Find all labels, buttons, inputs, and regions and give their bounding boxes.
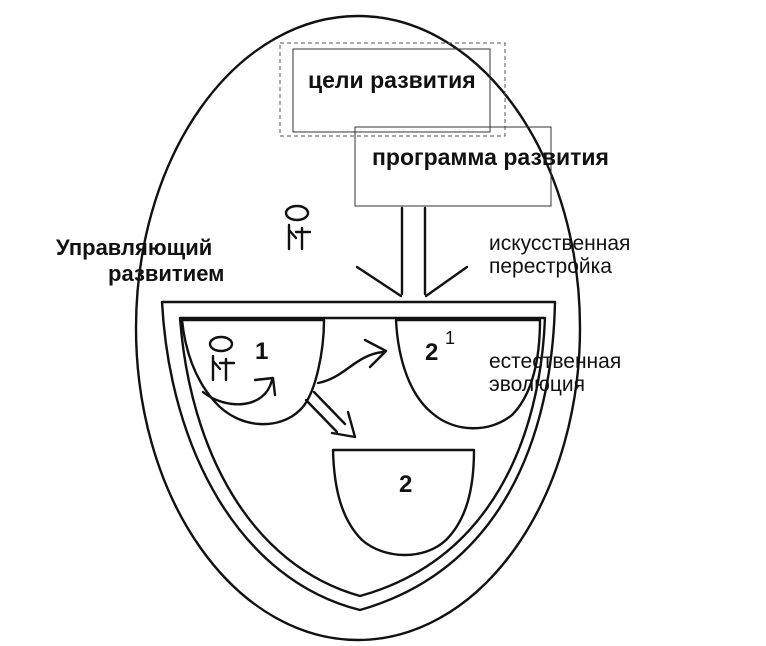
actor-head-icon	[284, 204, 310, 222]
natural-label-line1: естественная	[489, 350, 621, 373]
inner-bowl-contour	[178, 316, 547, 598]
goals-box	[292, 48, 491, 133]
program-box	[354, 126, 552, 207]
state-1-label: 1	[255, 338, 268, 365]
state-2prime-cup	[394, 318, 542, 430]
outer-ellipse	[134, 14, 582, 642]
inner-bowl	[160, 300, 557, 612]
state-2prime-superscript: 1	[445, 328, 455, 348]
goals-box-dashed	[279, 42, 506, 137]
artificial-label-line1: искусственная	[489, 232, 630, 255]
state-1-cup	[180, 318, 326, 426]
state-2prime-label: 2	[425, 339, 438, 366]
manager-label-line1: Управляющий	[56, 235, 212, 260]
natural-label-line2: эволюция	[489, 373, 585, 396]
actor-head-icon	[208, 335, 234, 353]
manager-label-line2: развитием	[108, 261, 224, 286]
actor-body-icon	[211, 354, 236, 382]
program-label: программа развития	[372, 144, 609, 170]
actor-body-icon	[287, 223, 312, 251]
actor-icon-top	[284, 204, 312, 251]
state-2-label: 2	[399, 471, 412, 498]
state-1-self-arrow	[201, 376, 277, 406]
arrow-1-to-2prime	[316, 338, 388, 385]
state-2-cup	[331, 448, 476, 557]
artificial-label-line2: перестройка	[489, 255, 612, 278]
actor-icon-state-1	[208, 335, 236, 382]
artificial-arrow	[355, 206, 469, 298]
arrow-1-to-2	[304, 390, 357, 439]
goals-label: цели развития	[308, 67, 476, 93]
